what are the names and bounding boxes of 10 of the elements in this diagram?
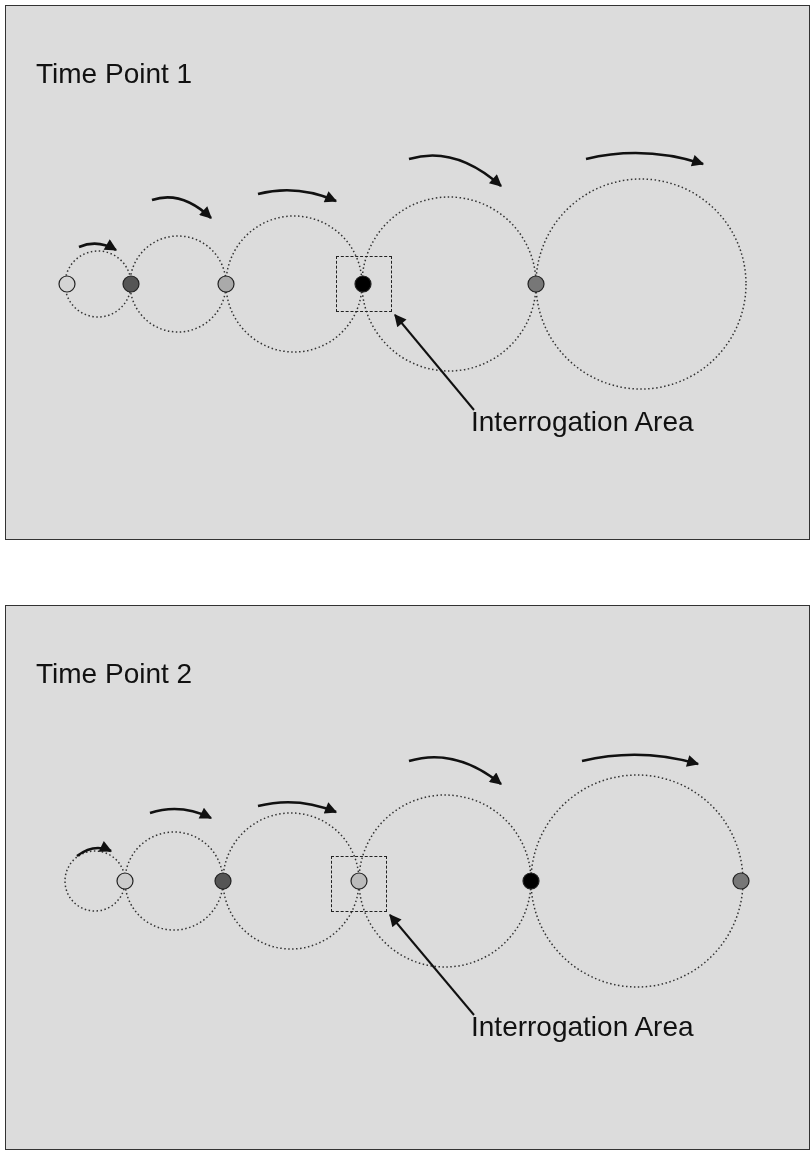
leader-line bbox=[389, 914, 475, 1016]
panel bbox=[5, 5, 810, 540]
panel-title: Time Point 1 bbox=[36, 58, 193, 90]
callout-label: Interrogation Area bbox=[471, 406, 694, 438]
panel bbox=[5, 605, 810, 1150]
panel-title: Time Point 2 bbox=[36, 658, 193, 690]
callout-label: Interrogation Area bbox=[471, 1011, 694, 1043]
leader-line bbox=[394, 314, 475, 411]
dashed-frame bbox=[331, 856, 387, 912]
dashed-frame bbox=[336, 256, 392, 312]
